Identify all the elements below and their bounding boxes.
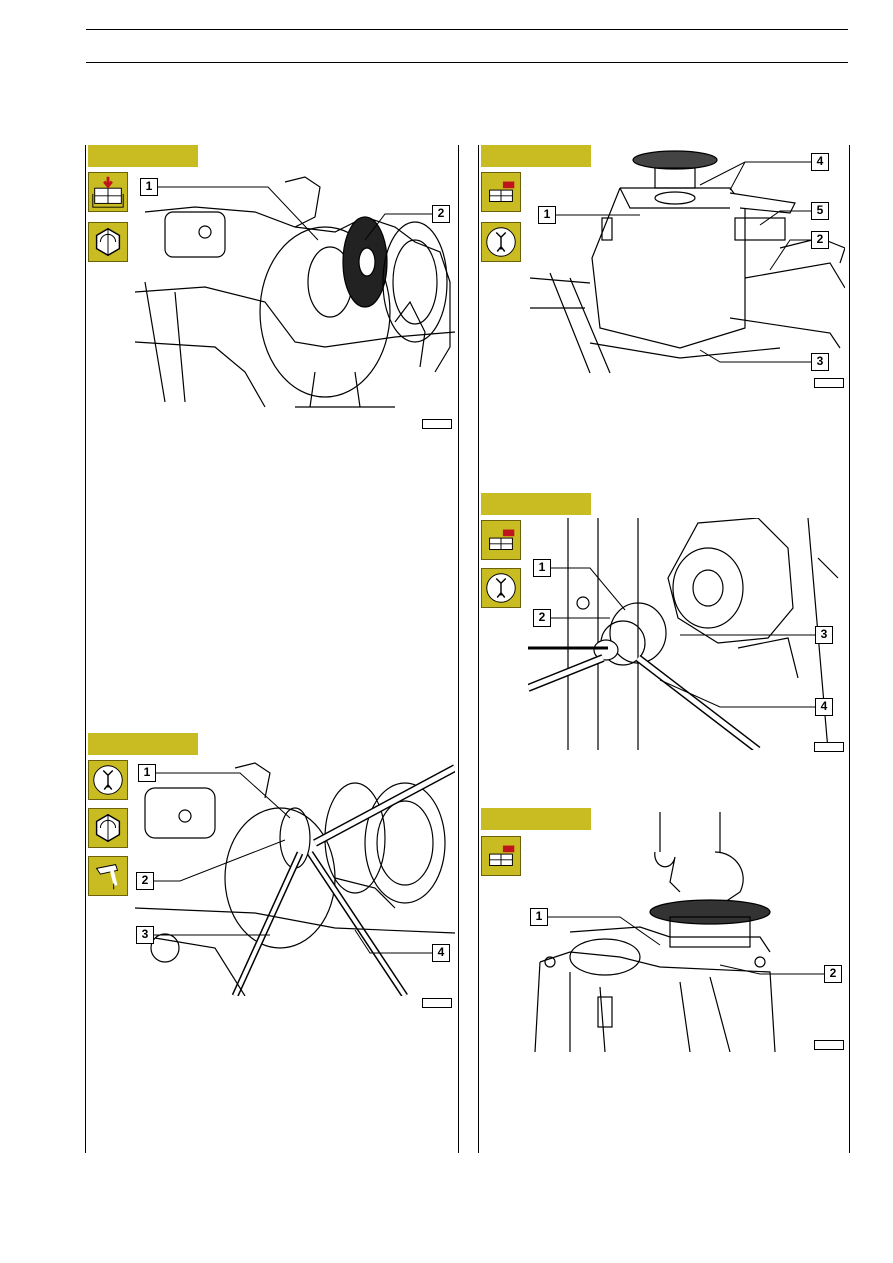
callout-5: 5: [811, 202, 829, 220]
callout-2: 2: [533, 609, 551, 627]
disassembly-icon: [481, 836, 521, 876]
callout-4: 4: [432, 944, 450, 962]
callout-3: 3: [136, 926, 154, 944]
header-rule-bottom: [86, 62, 848, 63]
disassembly-icon: [481, 172, 521, 212]
nut-icon: [88, 808, 128, 848]
figure-number-box: [422, 419, 452, 429]
callout-2: 2: [432, 205, 450, 223]
callout-3: 3: [815, 626, 833, 644]
figure-a-title-bar: [88, 145, 198, 167]
figure-b-title-bar: [88, 733, 198, 755]
figure-number-box: [814, 1040, 844, 1050]
figure-d-illustration: [528, 518, 845, 750]
hammer-icon: [88, 856, 128, 896]
figure-b-illustration: [135, 758, 455, 996]
wrench-icon: [481, 568, 521, 608]
callout-4: 4: [811, 153, 829, 171]
wrench-icon: [88, 760, 128, 800]
callout-1: 1: [530, 908, 548, 926]
callout-2: 2: [811, 231, 829, 249]
callout-1: 1: [533, 559, 551, 577]
figure-c-illustration: [530, 148, 845, 378]
callout-2: 2: [136, 872, 154, 890]
column-line-mid-b: [478, 145, 479, 1153]
callout-3: 3: [811, 353, 829, 371]
callout-4: 4: [815, 698, 833, 716]
figure-c-title-bar: [481, 145, 591, 167]
figure-a-illustration: [135, 172, 455, 412]
figure-number-box: [814, 742, 844, 752]
wrench-icon: [481, 222, 521, 262]
figure-number-box: [814, 378, 844, 388]
callout-2: 2: [824, 965, 842, 983]
figure-e-illustration: [530, 812, 842, 1052]
disassembly-icon: [481, 520, 521, 560]
column-line-right: [849, 145, 850, 1153]
figure-d-title-bar: [481, 493, 591, 515]
header-rule-top: [86, 29, 848, 30]
figure-number-box: [422, 998, 452, 1008]
column-line-left: [85, 145, 86, 1153]
callout-1: 1: [138, 764, 156, 782]
callout-1: 1: [538, 206, 556, 224]
removal-icon: [88, 172, 128, 212]
nut-icon: [88, 222, 128, 262]
callout-1: 1: [140, 178, 158, 196]
column-line-mid-a: [458, 145, 459, 1153]
figure-e-title-bar: [481, 808, 591, 830]
